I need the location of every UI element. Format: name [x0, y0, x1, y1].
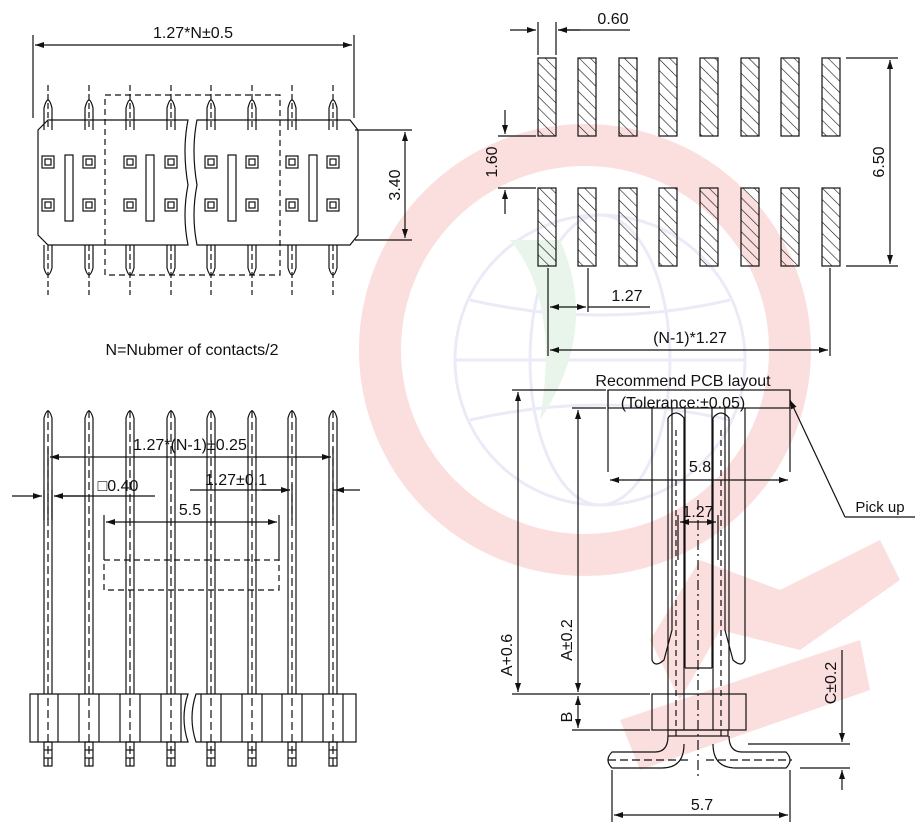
pin-tail [206, 741, 216, 767]
top-view [32, 35, 412, 295]
pcb-pad [577, 187, 597, 267]
contact-square-inner [288, 201, 296, 209]
pcb-pad [699, 187, 719, 267]
contact-square-inner [44, 201, 52, 209]
pin-tail [125, 741, 135, 767]
cap-width-dim: 5.5 [179, 502, 201, 519]
pcb-pad [780, 57, 800, 137]
contact-square-inner [329, 201, 337, 209]
contact-square-inner [329, 158, 337, 166]
pick-up-label: Pick up [855, 499, 904, 516]
dim-b: B [559, 712, 576, 723]
contact-square-inner [167, 201, 175, 209]
contact-square [41, 198, 55, 212]
pin-tail [287, 741, 297, 767]
pcb-pad [537, 187, 557, 267]
side-view [512, 389, 915, 822]
contact-square-inner [248, 201, 256, 209]
pin-tail [84, 741, 94, 767]
pcb-pad [577, 57, 597, 137]
pcb-pad [821, 187, 841, 267]
contact-square-inner [44, 158, 52, 166]
pin-tail [43, 741, 53, 767]
dim-a: A±0.2 [559, 619, 576, 661]
contact-square-inner [85, 158, 93, 166]
front-view [12, 410, 360, 770]
pcb-pad [780, 187, 800, 267]
contact-square-inner [126, 158, 134, 166]
pcb-pad [740, 57, 760, 137]
pcb-caption: Recommend PCB layout [595, 373, 771, 390]
separator-bar [145, 154, 155, 222]
contact-square [245, 198, 259, 212]
pin-size-dim: □0.40 [98, 478, 139, 495]
pad-width-dim: 0.60 [597, 11, 628, 28]
pcb-tolerance: (Tolerance:±0.05) [621, 395, 745, 412]
front-pitch-dim: 1.27±0.1 [205, 472, 267, 489]
contact-square [164, 198, 178, 212]
contacts-note: N=Nubmer of contacts/2 [106, 342, 279, 359]
pcb-pad [618, 187, 638, 267]
contact-square-inner [207, 201, 215, 209]
contact-square [123, 155, 137, 169]
separator-bar [308, 154, 318, 222]
pcb-height-dim: 6.50 [871, 146, 888, 177]
pad-span-dim: (N-1)*1.27 [653, 330, 727, 347]
pad-pitch-dim: 1.27 [611, 288, 642, 305]
side-pitch-dim: 1.27 [682, 504, 713, 521]
pcb-pad [699, 57, 719, 137]
pcb-layout [498, 22, 898, 356]
side-cap-width-dim: 5.8 [689, 459, 711, 476]
contact-square [204, 155, 218, 169]
contact-square [245, 155, 259, 169]
contact-square-inner [207, 158, 215, 166]
contact-square [123, 198, 137, 212]
pcb-pad [537, 57, 557, 137]
dim-c: C±0.2 [823, 662, 840, 705]
top-height-dim: 3.40 [387, 169, 404, 200]
contact-square [285, 198, 299, 212]
front-span-dim: 1.27*(N-1)±0.25 [133, 437, 247, 454]
dim-a-plus: A+0.6 [499, 634, 516, 676]
top-width-dim: 1.27*N±0.5 [153, 25, 233, 42]
separator-bar [64, 154, 74, 222]
contact-square [164, 155, 178, 169]
contact-square [326, 198, 340, 212]
foot-span-dim: 5.7 [691, 797, 713, 814]
pcb-pad [821, 57, 841, 137]
contact-square-inner [85, 201, 93, 209]
contact-square [326, 155, 340, 169]
pin-tail [166, 741, 176, 767]
contact-square-inner [248, 158, 256, 166]
contact-square [204, 198, 218, 212]
contact-square [82, 155, 96, 169]
separator-bar [227, 154, 237, 222]
contact-square [285, 155, 299, 169]
contact-square [41, 155, 55, 169]
pin-tail [328, 741, 338, 767]
contact-square-inner [126, 201, 134, 209]
pcb-pad [740, 187, 760, 267]
pin-tail [247, 741, 257, 767]
pcb-pad [658, 187, 678, 267]
contact-square [82, 198, 96, 212]
contact-square-inner [167, 158, 175, 166]
pcb-pad [658, 57, 678, 137]
pcb-pad [618, 57, 638, 137]
contact-square-inner [288, 158, 296, 166]
pad-gap-dim: 1.60 [484, 146, 501, 177]
